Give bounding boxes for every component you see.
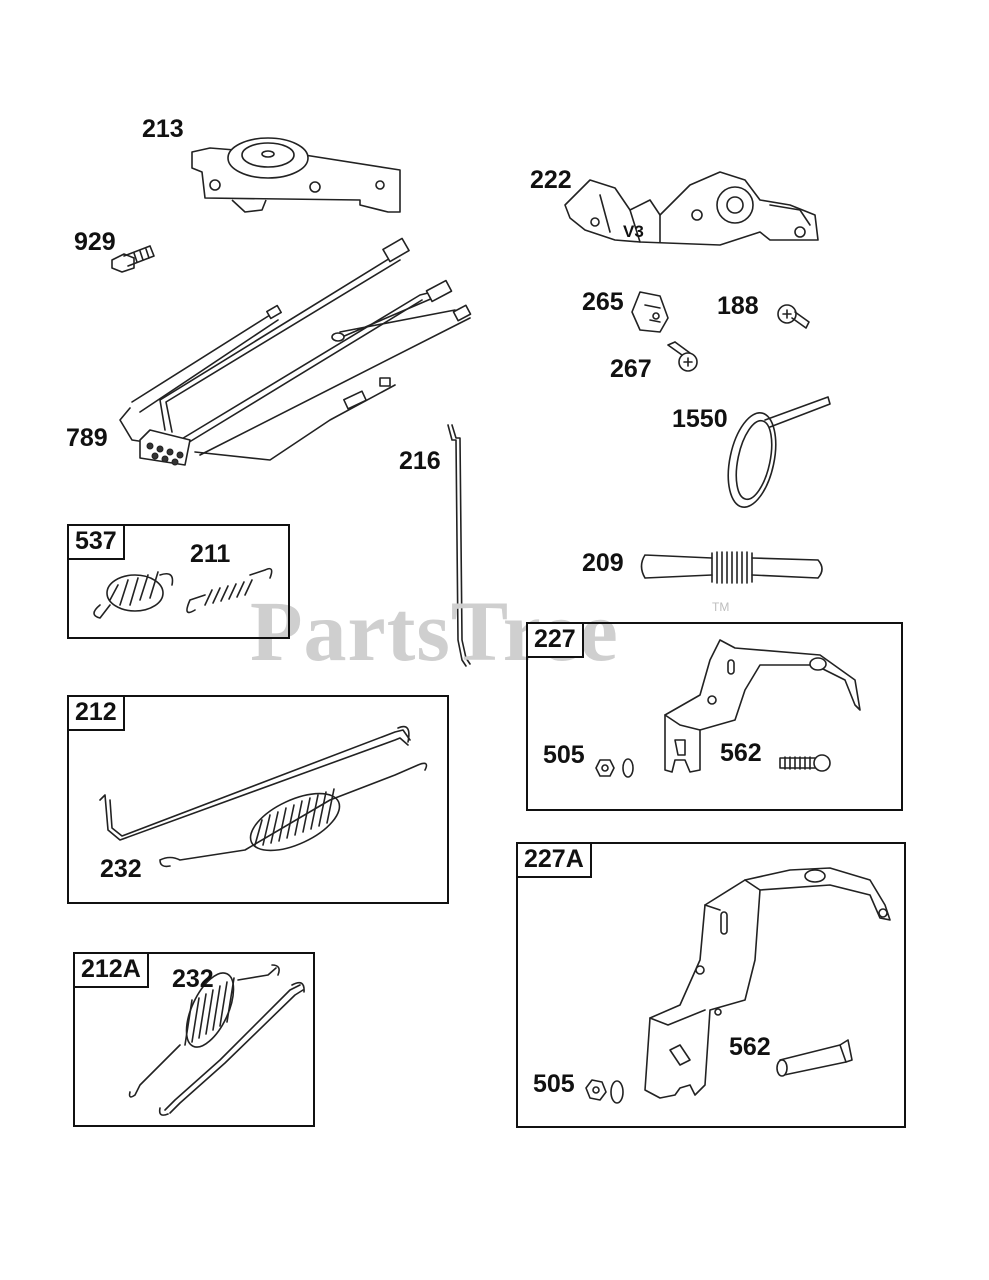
box-label-537: 537 <box>69 526 125 560</box>
part-216-drawing <box>447 424 471 667</box>
part-label-267: 267 <box>610 355 652 383</box>
part-label-211: 211 <box>190 540 231 568</box>
box-label-212A: 212A <box>75 954 149 988</box>
part-label-222: 222 <box>530 166 572 194</box>
box-227A: 227A <box>516 842 906 1128</box>
part-188-drawing <box>777 304 810 329</box>
part-265-drawing <box>631 291 669 333</box>
part-213-drawing <box>191 137 401 213</box>
part-929-drawing <box>111 245 155 273</box>
part-562-drawing-b <box>776 1039 853 1077</box>
part-562-drawing-a <box>779 754 831 772</box>
part-label-188: 188 <box>717 292 759 320</box>
part-label-789: 789 <box>66 424 108 452</box>
part-505-drawing-b <box>585 1079 624 1104</box>
part-label-209: 209 <box>582 549 624 577</box>
part-label-v3: V3 <box>623 222 644 241</box>
part-211-drawing <box>186 567 273 614</box>
part-label-562-b: 562 <box>729 1033 771 1061</box>
part-label-505-a: 505 <box>543 741 585 769</box>
part-label-929: 929 <box>74 228 116 256</box>
part-1550-drawing <box>727 396 831 508</box>
part-505-drawing-a <box>595 758 634 778</box>
part-227A-drawing <box>644 867 891 1099</box>
part-789-drawing <box>119 237 472 466</box>
part-212-drawing <box>99 725 428 868</box>
part-227-drawing <box>664 639 861 773</box>
part-label-1550: 1550 <box>672 405 728 433</box>
part-537-drawing <box>93 571 174 619</box>
box-227: 227 <box>526 622 903 811</box>
part-label-232-b: 232 <box>172 965 214 993</box>
box-537: 537 <box>67 524 290 639</box>
part-label-562-a: 562 <box>720 739 762 767</box>
part-222-drawing <box>564 171 819 246</box>
part-212A-drawing <box>128 964 305 1116</box>
trademark-symbol: TM <box>712 600 730 614</box>
box-label-212: 212 <box>69 697 125 731</box>
part-label-232-a: 232 <box>100 855 142 883</box>
part-267-drawing <box>667 341 698 372</box>
part-label-216: 216 <box>399 447 441 475</box>
part-label-505-b: 505 <box>533 1070 575 1098</box>
part-209-drawing <box>640 551 823 584</box>
part-label-213: 213 <box>142 115 184 143</box>
box-label-227: 227 <box>528 624 584 658</box>
box-label-227A: 227A <box>518 844 592 878</box>
box-212A: 212A <box>73 952 315 1127</box>
box-212: 212 <box>67 695 449 904</box>
part-label-265: 265 <box>582 288 624 316</box>
